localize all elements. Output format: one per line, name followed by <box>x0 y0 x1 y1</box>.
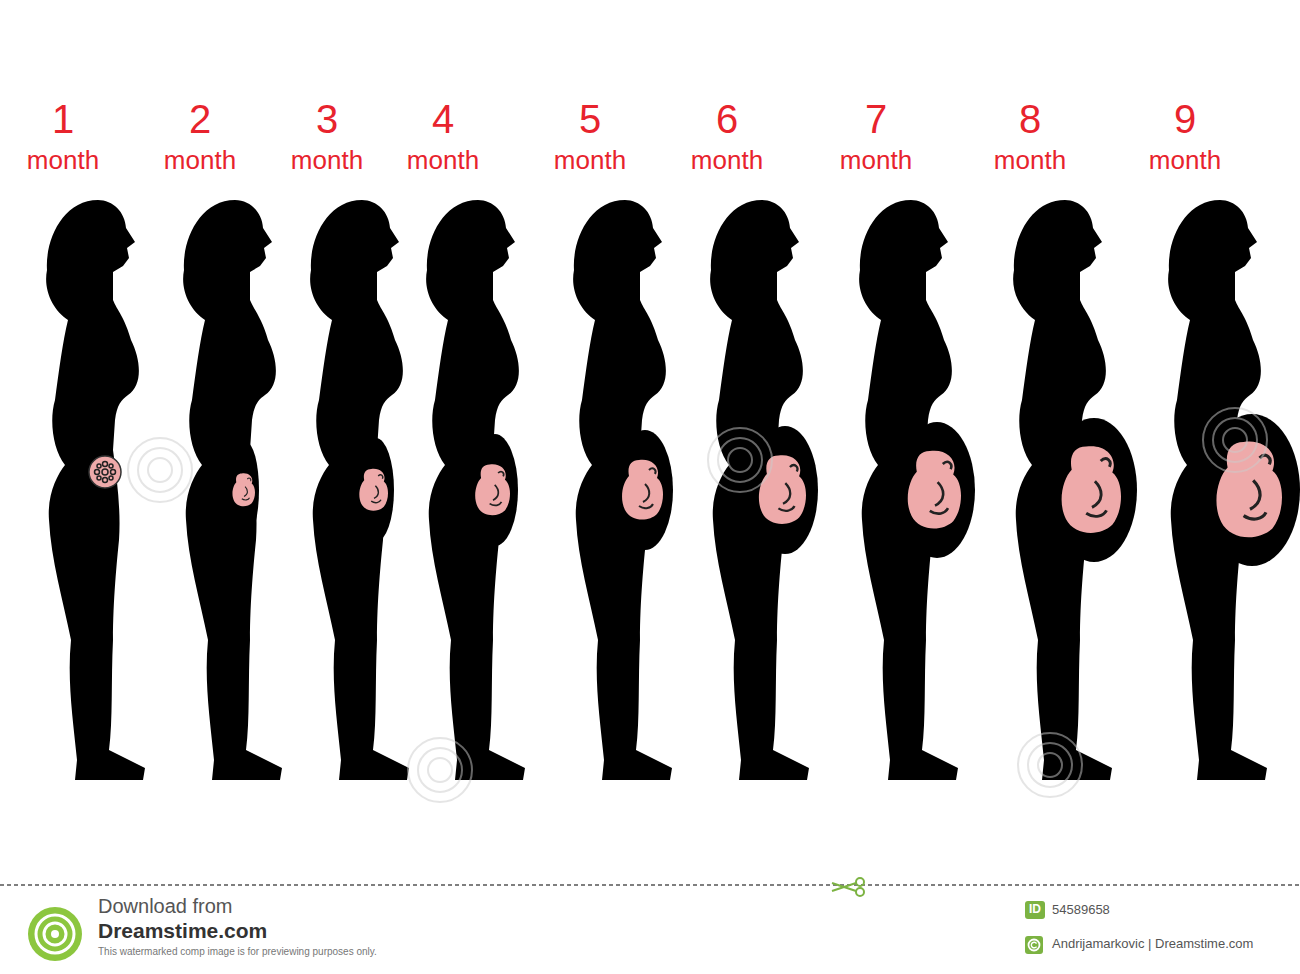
id-badge: ID <box>1025 901 1045 919</box>
month-word: month <box>691 146 763 175</box>
month-number: 1 <box>52 97 74 141</box>
copyright-icon <box>1025 936 1043 954</box>
badge-text: ID <box>1029 903 1041 916</box>
cut-line <box>0 884 1300 886</box>
woman-silhouette <box>426 200 525 780</box>
month-number: 5 <box>579 97 601 141</box>
month-number: 2 <box>189 97 211 141</box>
month-word: month <box>407 146 479 175</box>
woman-silhouette <box>183 200 282 780</box>
month-word: month <box>1149 146 1221 175</box>
woman-silhouette <box>1168 200 1300 780</box>
month-word: month <box>840 146 912 175</box>
month-word: month <box>554 146 626 175</box>
month-word: month <box>27 146 99 175</box>
dreamstime-logo <box>28 907 82 961</box>
woman-silhouette <box>46 200 145 780</box>
month-word: month <box>164 146 236 175</box>
embryo <box>89 456 121 488</box>
woman-silhouette <box>310 200 409 780</box>
watermark-spiral <box>128 408 1267 802</box>
month-number: 7 <box>865 97 887 141</box>
month-word: month <box>291 146 363 175</box>
site-name: Dreamstime.com <box>98 919 267 942</box>
month-word: month <box>994 146 1066 175</box>
month-number: 3 <box>316 97 338 141</box>
month-number: 8 <box>1019 97 1041 141</box>
woman-silhouette <box>859 200 975 780</box>
author-credit: Andrijamarkovic | Dreamstime.com <box>1052 937 1253 951</box>
woman-silhouette <box>573 200 673 780</box>
scissors-icon <box>832 878 864 896</box>
image-id: 54589658 <box>1052 903 1110 917</box>
month-number: 9 <box>1174 97 1196 141</box>
woman-silhouette <box>1013 200 1137 780</box>
download-note: Download from <box>98 895 233 917</box>
watermark-note: This watermarked comp image is for previ… <box>98 946 377 957</box>
month-number: 6 <box>716 97 738 141</box>
month-number: 4 <box>432 97 454 141</box>
